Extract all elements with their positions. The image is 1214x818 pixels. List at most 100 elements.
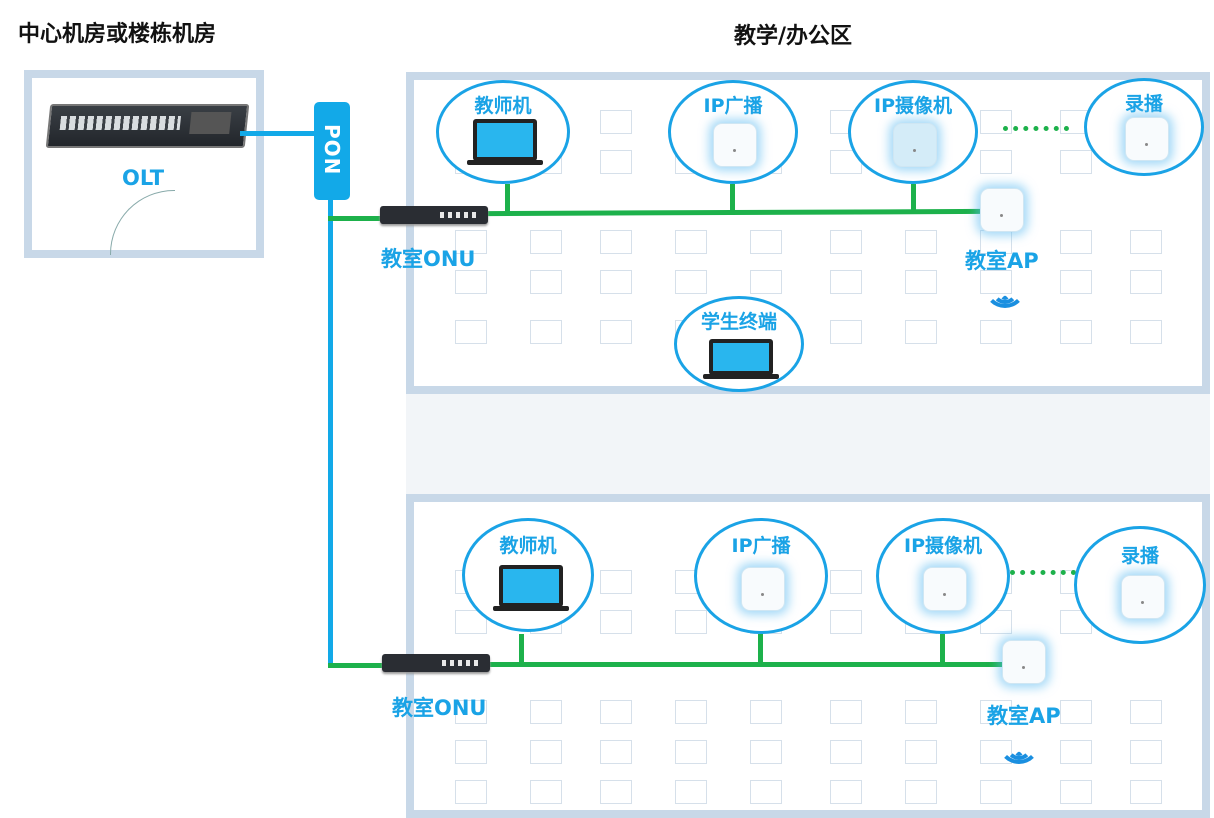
top-dotted-link [1003, 126, 1069, 131]
pon-splitter: PON [314, 102, 350, 200]
top-broadcast-drop [730, 184, 735, 212]
desk [455, 780, 487, 804]
desk [1060, 150, 1092, 174]
desk [1130, 700, 1162, 724]
desk [600, 740, 632, 764]
machine-room-title: 中心机房或楼栋机房 [18, 22, 217, 47]
desk [750, 740, 782, 764]
desk [1130, 780, 1162, 804]
desk [675, 610, 707, 634]
top-onu-device [380, 206, 488, 224]
recording-ap-icon [1125, 117, 1169, 161]
desk [455, 230, 487, 254]
student-terminal-label: 学生终端 [700, 311, 777, 333]
desk [530, 230, 562, 254]
desk [830, 270, 862, 294]
top-recording-node: 录播 [1084, 78, 1204, 176]
desk [905, 230, 937, 254]
corridor [406, 394, 1210, 494]
desk [750, 700, 782, 724]
desk [600, 610, 632, 634]
bottom-camera-node: IP摄像机 [876, 518, 1010, 634]
bottom-teacher-node: 教师机 [462, 518, 594, 632]
desk [830, 700, 862, 724]
top-teacher-label: 教师机 [474, 95, 532, 117]
desk [980, 320, 1012, 344]
desk [905, 740, 937, 764]
desk [980, 150, 1012, 174]
desk [530, 780, 562, 804]
desk [905, 320, 937, 344]
laptop-icon [473, 119, 537, 161]
bottom-dotted-link [1010, 570, 1076, 575]
desk [830, 570, 862, 594]
olt-pon-link [240, 131, 316, 136]
top-teacher-node: 教师机 [436, 80, 570, 184]
bottom-broadcast-label: IP广播 [731, 535, 791, 557]
desk [830, 320, 862, 344]
desk [980, 700, 1012, 724]
bottom-recording-label: 录播 [1120, 545, 1159, 567]
wifi-icon [998, 726, 1040, 764]
teaching-area-title: 教学/办公区 [734, 24, 853, 49]
desk [1130, 270, 1162, 294]
desk [600, 230, 632, 254]
desk [1060, 320, 1092, 344]
desk [530, 700, 562, 724]
desk [455, 700, 487, 724]
laptop-base [493, 606, 569, 611]
desk [1060, 230, 1092, 254]
laptop-icon [499, 565, 563, 607]
pon-label: PON [320, 124, 344, 176]
desk [600, 570, 632, 594]
bottom-broadcast-drop [758, 634, 763, 664]
broadcast-ap-icon [741, 567, 785, 611]
desk [455, 320, 487, 344]
desk [905, 270, 937, 294]
bottom-classroom-ap-icon [1002, 640, 1046, 684]
desk [1060, 740, 1092, 764]
desk [750, 270, 782, 294]
desk [675, 700, 707, 724]
bottom-onu-device [382, 654, 490, 672]
camera-icon [893, 123, 937, 167]
laptop-base [467, 160, 543, 165]
desk [1060, 270, 1092, 294]
top-camera-label: IP摄像机 [874, 95, 952, 117]
top-recording-label: 录播 [1124, 93, 1163, 115]
bottom-camera-drop [940, 634, 945, 664]
olt-label: OLT [122, 166, 165, 190]
pon-trunk [328, 198, 333, 666]
desk [455, 270, 487, 294]
top-teacher-drop [505, 184, 510, 214]
desk [830, 610, 862, 634]
laptop-base [703, 374, 779, 379]
desk [1060, 700, 1092, 724]
top-camera-drop [911, 184, 916, 212]
desk [600, 110, 632, 134]
desk [830, 740, 862, 764]
top-broadcast-label: IP广播 [703, 95, 763, 117]
bottom-onu-feed [328, 663, 384, 668]
desk [905, 700, 937, 724]
desk [530, 320, 562, 344]
desk [830, 780, 862, 804]
bottom-teacher-label: 教师机 [499, 535, 557, 557]
top-onu-feed [328, 216, 384, 221]
bottom-onu-label: 教室ONU [392, 696, 487, 720]
bottom-teacher-drop [519, 634, 524, 664]
desk [530, 740, 562, 764]
wifi-icon [984, 270, 1026, 308]
olt-chassis [45, 104, 250, 148]
desk [905, 780, 937, 804]
desk [675, 230, 707, 254]
recording-ap-icon [1121, 575, 1165, 619]
desk [1130, 320, 1162, 344]
desk [830, 230, 862, 254]
desk [750, 780, 782, 804]
top-classroom-ap-icon [980, 188, 1024, 232]
top-onu-label: 教室ONU [381, 247, 476, 271]
bottom-recording-node: 录播 [1074, 526, 1206, 644]
desk [600, 700, 632, 724]
top-camera-node: IP摄像机 [848, 80, 978, 184]
